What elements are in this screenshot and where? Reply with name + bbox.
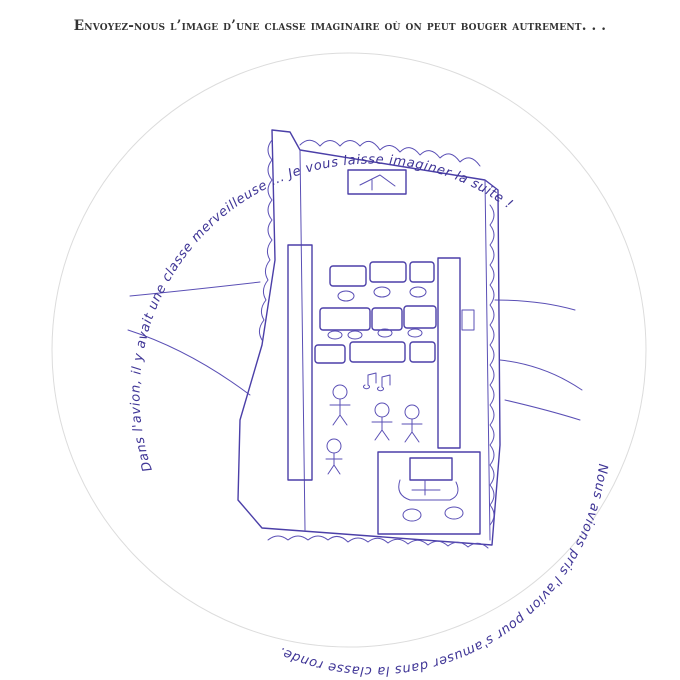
desk-row3-a — [314, 344, 346, 364]
stick-figure-2 — [371, 402, 393, 441]
right-small-window — [461, 309, 475, 331]
top-wave-border — [299, 139, 481, 167]
desk-row2-a — [319, 307, 371, 331]
bottom-wave-border — [267, 535, 489, 549]
music-notes-icon — [363, 372, 391, 392]
cockpit-seat-left — [402, 508, 422, 522]
desk-row3-c — [409, 341, 436, 363]
stick-figure-4 — [325, 438, 343, 475]
left-wave-border — [258, 139, 273, 341]
airplane-body-outline — [237, 129, 501, 546]
teacher-desk — [347, 169, 407, 195]
stick-figure-1 — [329, 384, 351, 426]
cockpit-area — [377, 451, 481, 535]
right-hill — [494, 299, 583, 421]
right-wave-border — [489, 204, 495, 526]
desk-row2-c — [403, 305, 437, 329]
left-hill — [127, 281, 261, 396]
cockpit-screen — [409, 457, 453, 481]
desk-row1-c — [409, 261, 435, 283]
chair-row1-b — [373, 286, 391, 298]
chair-row2-c — [377, 328, 393, 338]
chair-row2-d — [407, 328, 423, 338]
chair-row1-c — [409, 286, 427, 298]
right-side-bar — [437, 257, 461, 449]
left-side-bar — [287, 244, 313, 481]
chair-row1-a — [337, 290, 355, 302]
desk-row1-a — [329, 265, 367, 287]
desk-row1-b — [369, 261, 407, 283]
page-header-title: Envoyez-nous l’image d’une classe imagin… — [73, 18, 607, 34]
desk-row2-b — [371, 307, 403, 331]
teacher-desk-detail — [359, 174, 396, 191]
cockpit-controls — [398, 479, 459, 501]
round-classroom-outline — [51, 52, 647, 648]
desk-row3-b — [349, 341, 406, 363]
cockpit-seat-right — [444, 506, 464, 520]
handwritten-text-top-arc: Dans l'avion, il y avait une classe merv… — [128, 153, 515, 474]
chair-row2-b — [347, 330, 363, 340]
chair-row2-a — [327, 330, 343, 340]
stick-figure-3 — [401, 404, 423, 443]
airplane-inner-frame — [299, 149, 491, 541]
